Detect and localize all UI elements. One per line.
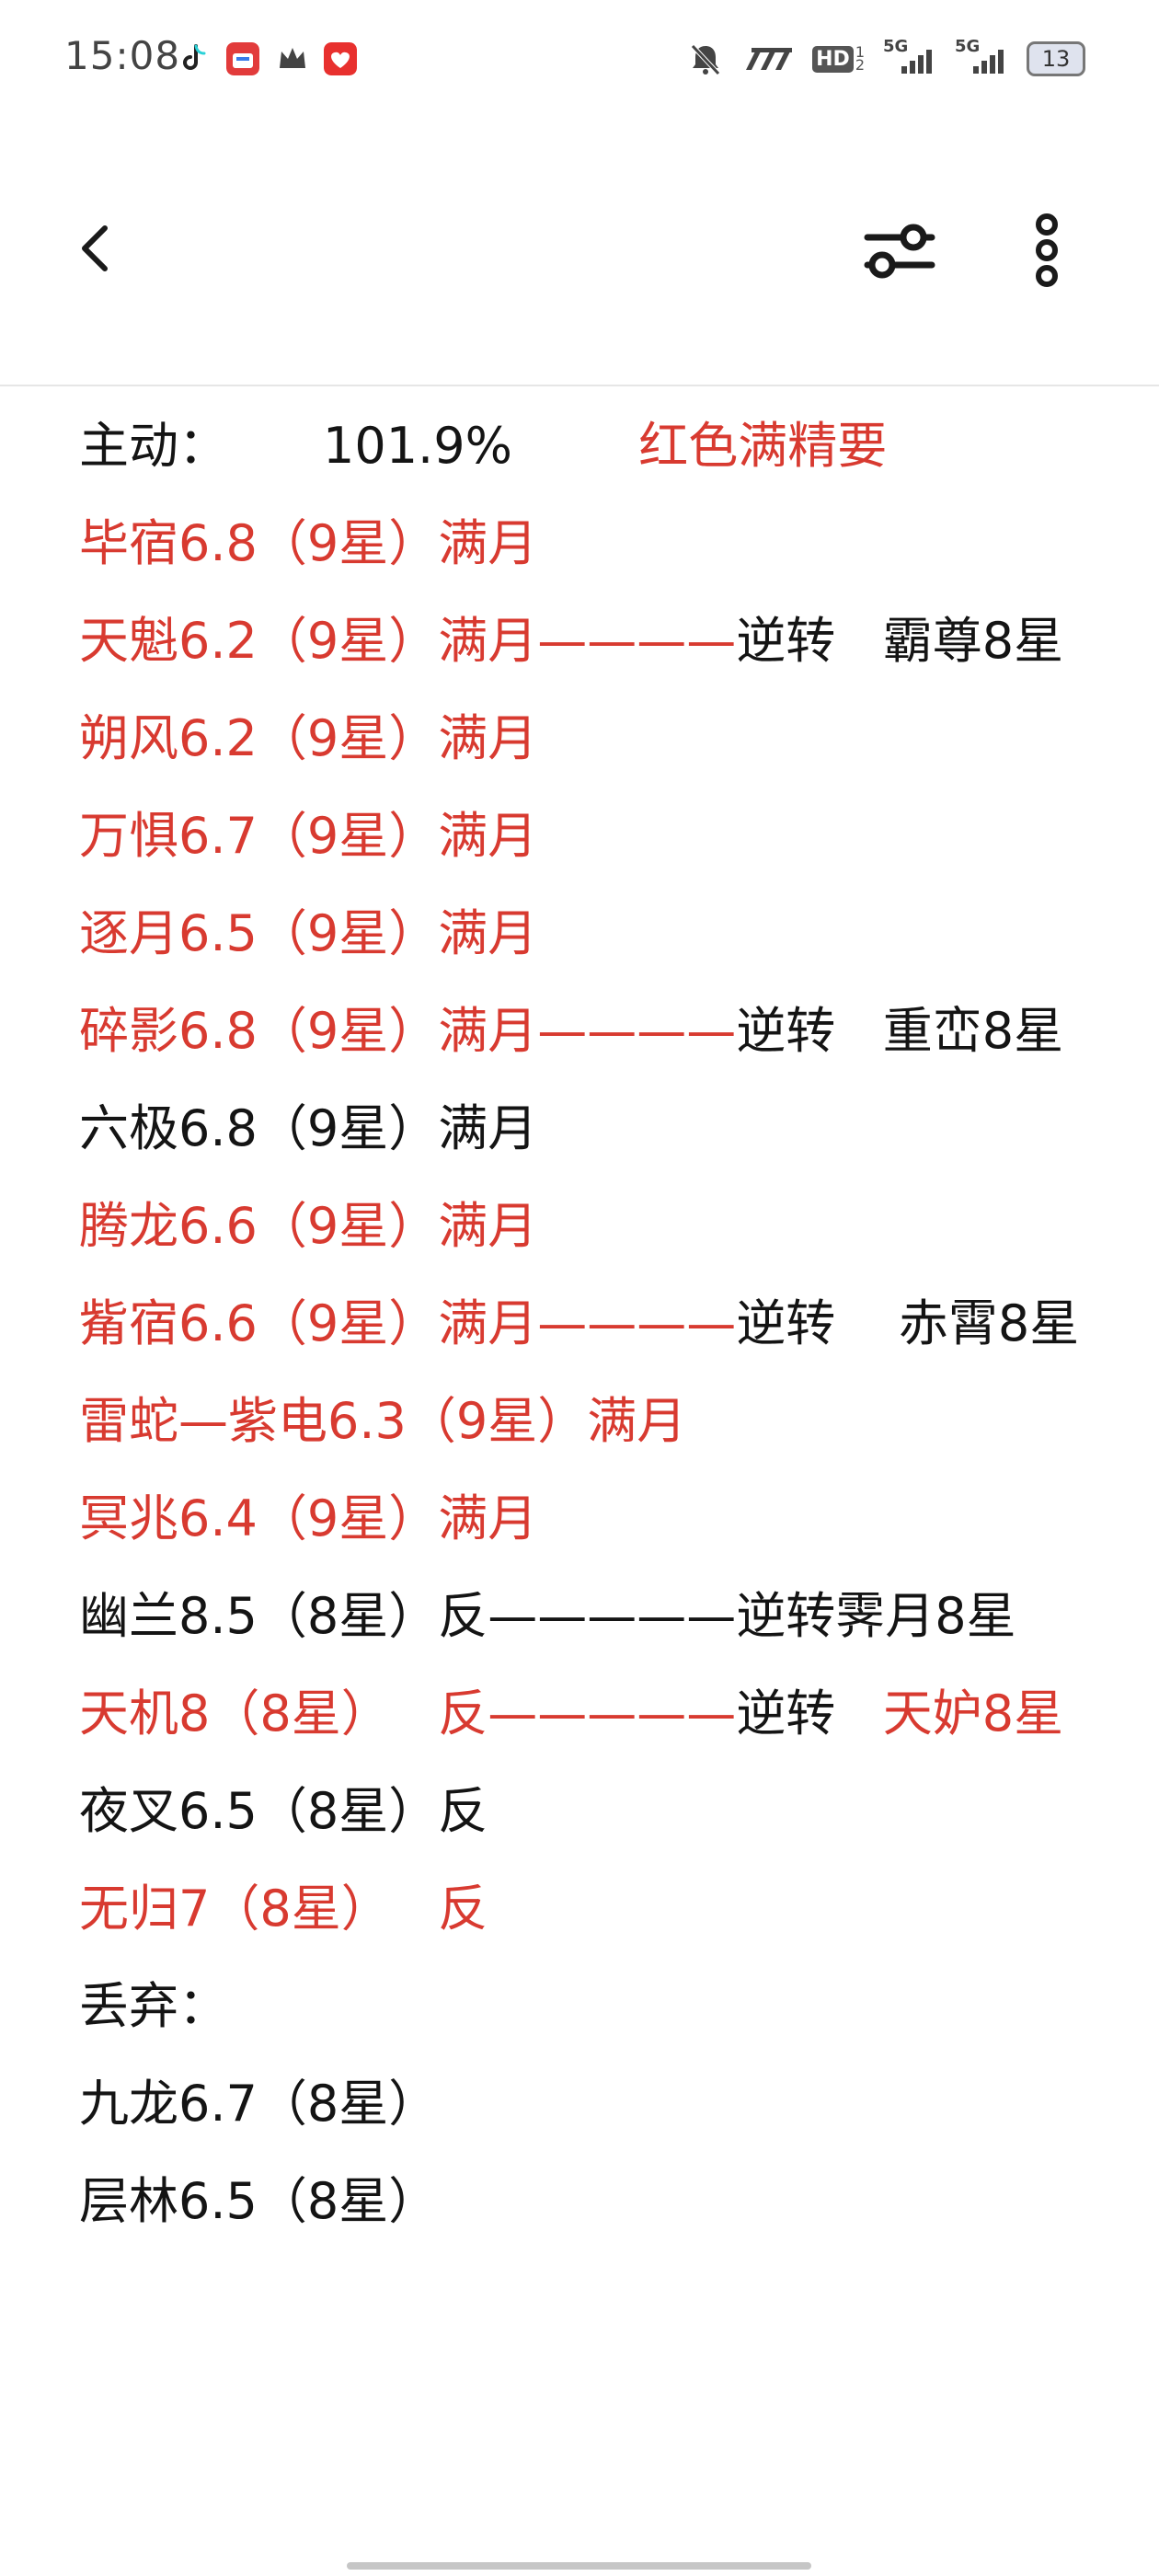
note-line: 逐月6.5（9星）满月 [79,897,1109,995]
wifi-icon [746,48,793,70]
note-text-segment: 天妒8星 [882,1685,1064,1742]
note-text-segment: 冥兆6.4（9星）满月 [79,1489,538,1547]
note-text-segment: 九龙6.7（8星） [79,2075,439,2133]
sliders-icon[interactable] [860,212,937,289]
more-vertical-icon[interactable] [1012,212,1082,289]
app-bar-divider [0,385,1159,386]
note-line: 碎影6.8（9星）满月————逆转 重峦8星 [79,995,1109,1092]
note-text-segment: 层林6.5（8星） [79,2172,439,2230]
signal-5g-icon: 5G [955,37,1008,77]
note-line: 毕宿6.8（9星）满月 [79,507,1109,604]
note-content[interactable]: 主动： 101.9% 红色满精要毕宿6.8（9星）满月天魁6.2（9星）满月——… [79,409,1109,2262]
note-line: 六极6.8（9星）满月 [79,1092,1109,1190]
note-text-segment: 毕宿6.8（9星）满月 [79,514,538,572]
note-text-segment: 雷蛇—紫电6.3（9星）满月 [79,1392,687,1450]
signal-5g-icon: 5G [883,37,936,77]
note-line: 万惧6.7（9星）满月 [79,799,1109,897]
tiktok-icon [183,44,206,70]
note-line: 主动： 101.9% 红色满精要 [79,409,1109,507]
note-text-segment: 六极6.8（9星）满月 [79,1099,538,1157]
battery-indicator: 13 [1027,41,1085,76]
note-text-segment: 逆转 霸尊8星 [736,612,1064,670]
hd-label: HD [812,45,854,73]
note-text-segment: 夜叉6.5（8星）反 [79,1782,488,1840]
network-type-2: 5G [955,37,981,56]
note-line: 层林6.5（8星） [79,2165,1109,2262]
app-bar [0,184,1159,313]
note-line: 九龙6.7（8星） [79,2067,1109,2165]
note-text-segment: 万惧6.7（9星）满月 [79,807,538,865]
note-text-segment: 碎影6.8（9星）满月———— [79,1002,737,1060]
note-text-segment: 觜宿6.6（9星）满月———— [79,1294,737,1352]
note-text-segment: 逆转 [736,1685,883,1742]
note-line: 天魁6.2（9星）满月————逆转 霸尊8星 [79,604,1109,702]
mute-bell-icon [691,44,720,75]
note-line: 夜叉6.5（8星）反 [79,1775,1109,1872]
note-line: 丢弃： [79,1970,1109,2067]
note-text-segment: 丢弃： [79,1977,228,2035]
note-text-segment: 幽兰8.5（8星）反—————逆转霁月8星 [79,1587,1016,1645]
chevron-left-icon[interactable] [64,215,131,282]
note-text-segment: 逆转 重峦8星 [736,1002,1064,1060]
shopping-app-icon [324,42,357,75]
note-line: 朔风6.2（9星）满月 [79,702,1109,799]
note-text-segment: 无归7（8星） 反 [79,1880,488,1938]
note-text-segment: 逆转 赤霄8星 [736,1294,1080,1352]
note-text-segment: 朔风6.2（9星）满月 [79,709,538,767]
status-time: 15:08 [64,33,181,78]
note-text-segment: 主动： 101.9% [79,417,639,475]
note-line: 腾龙6.6（9星）满月 [79,1190,1109,1287]
note-line: 天机8（8星） 反—————逆转 天妒8星 [79,1677,1109,1775]
note-text-segment: 腾龙6.6（9星）满月 [79,1197,538,1255]
note-line: 幽兰8.5（8星）反—————逆转霁月8星 [79,1580,1109,1677]
note-line: 无归7（8星） 反 [79,1872,1109,1970]
note-text-segment: 红色满精要 [638,417,888,475]
crown-app-icon [280,48,305,68]
note-text-segment: 天魁6.2（9星）满月———— [79,612,737,670]
network-type-1: 5G [883,37,909,56]
note-line: 冥兆6.4（9星）满月 [79,1482,1109,1580]
note-text-segment: 逐月6.5（9星）满月 [79,904,538,962]
note-text-segment: 天机8（8星） 反————— [79,1685,737,1742]
note-line: 雷蛇—紫电6.3（9星）满月 [79,1385,1109,1482]
note-line: 觜宿6.6（9星）满月————逆转 赤霄8星 [79,1287,1109,1385]
home-indicator[interactable] [347,2562,811,2570]
store-app-icon [226,42,259,75]
